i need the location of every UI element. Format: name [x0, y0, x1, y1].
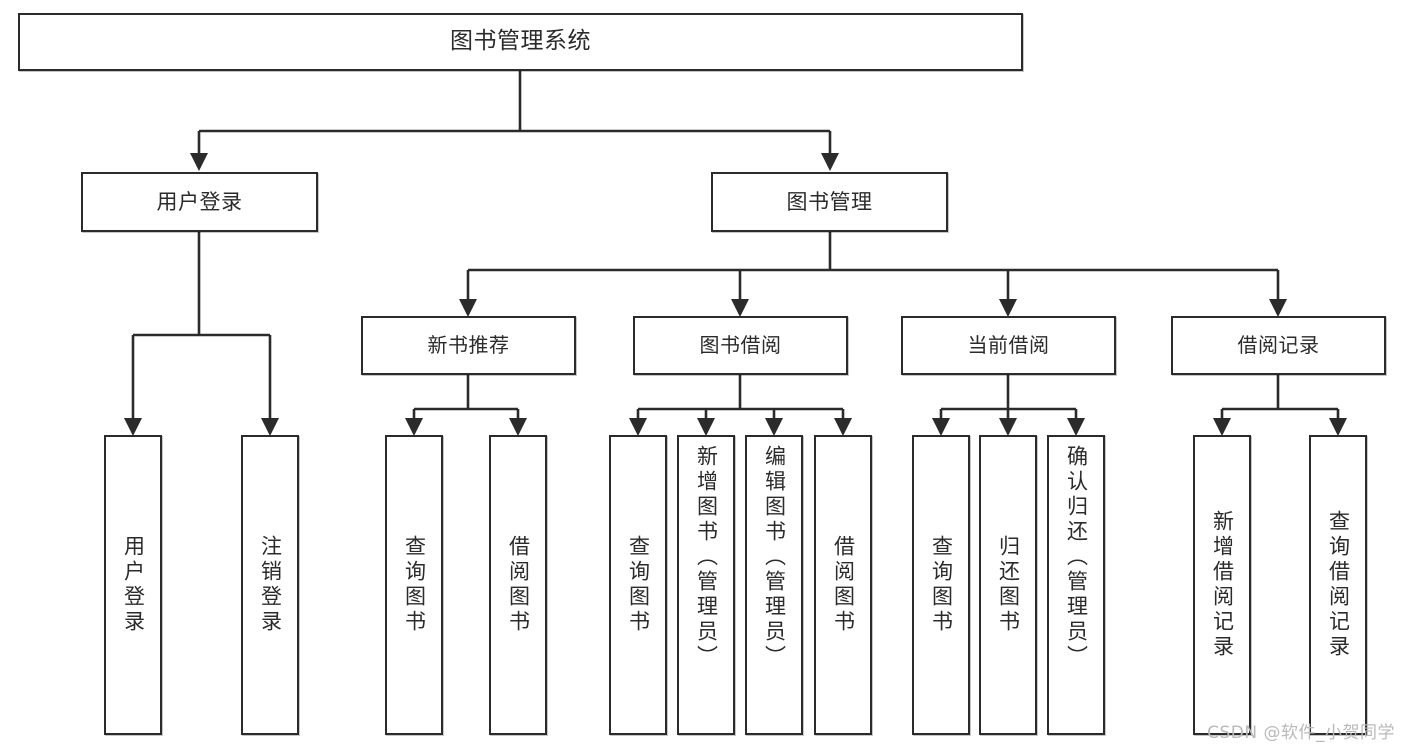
leaf-record-add-borrow-record[interactable]: 新增借阅记录	[1193, 435, 1251, 735]
node-new-book-recommend[interactable]: 新书推荐	[361, 316, 576, 375]
node-label: 用户登录	[156, 189, 243, 214]
node-label: 查询图书	[929, 535, 954, 635]
leaf-borrow-query-book[interactable]: 查询图书	[609, 435, 667, 735]
node-label: 借阅记录	[1237, 332, 1320, 357]
node-label: 编辑图书（管理员）	[762, 445, 787, 670]
node-label: 查询借阅记录	[1326, 510, 1351, 660]
leaf-borrow-edit-book-admin[interactable]: 编辑图书（管理员）	[745, 435, 803, 735]
leaf-borrow-borrow-book[interactable]: 借阅图书	[814, 435, 872, 735]
leaf-user-login[interactable]: 用户登录	[104, 435, 162, 735]
node-label: 查询图书	[402, 535, 427, 635]
node-label: 确认归还（管理员）	[1064, 445, 1089, 670]
leaf-logout[interactable]: 注销登录	[241, 435, 299, 735]
csdn-watermark: CSDN @软件_小贺同学	[1207, 723, 1395, 743]
node-root-book-management-system[interactable]: 图书管理系统	[18, 13, 1023, 71]
node-book-borrow[interactable]: 图书借阅	[633, 316, 848, 375]
leaf-newbook-query-book[interactable]: 查询图书	[385, 435, 443, 735]
leaf-record-query-borrow-record[interactable]: 查询借阅记录	[1309, 435, 1367, 735]
node-label: 图书管理系统	[450, 28, 591, 55]
node-label: 图书管理	[786, 189, 873, 214]
leaf-current-confirm-return-admin[interactable]: 确认归还（管理员）	[1047, 435, 1105, 735]
node-book-management[interactable]: 图书管理	[711, 172, 948, 232]
node-label: 新增图书（管理员）	[694, 445, 719, 670]
leaf-current-return-book[interactable]: 归还图书	[979, 435, 1037, 735]
node-label: 归还图书	[996, 535, 1021, 635]
node-label: 借阅图书	[831, 535, 856, 635]
leaf-newbook-borrow-book[interactable]: 借阅图书	[489, 435, 547, 735]
node-label: 图书借阅	[699, 332, 782, 357]
leaf-current-query-book[interactable]: 查询图书	[912, 435, 970, 735]
node-label: 用户登录	[121, 535, 146, 635]
node-borrow-record[interactable]: 借阅记录	[1171, 316, 1386, 375]
leaf-borrow-add-book-admin[interactable]: 新增图书（管理员）	[677, 435, 735, 735]
node-label: 注销登录	[258, 535, 283, 635]
node-label: 借阅图书	[506, 535, 531, 635]
node-label: 当前借阅	[967, 332, 1050, 357]
node-current-borrow[interactable]: 当前借阅	[901, 316, 1116, 375]
node-label: 新增借阅记录	[1210, 510, 1235, 660]
node-label: 新书推荐	[427, 332, 510, 357]
node-label: 查询图书	[626, 535, 651, 635]
node-user-login[interactable]: 用户登录	[81, 172, 318, 232]
